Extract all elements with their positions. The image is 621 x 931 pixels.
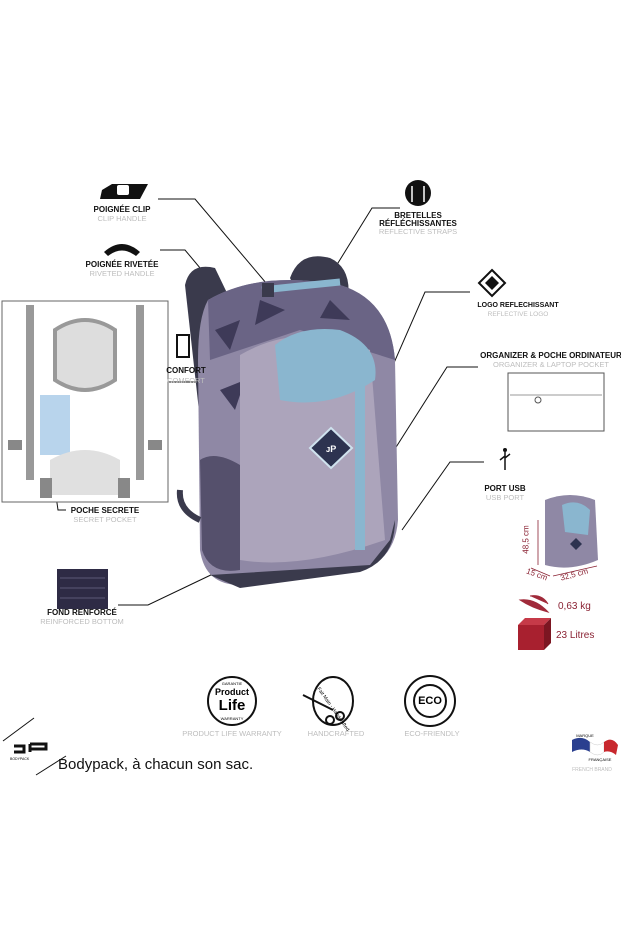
backpack-main: ᴊP xyxy=(176,256,398,588)
svg-text:ᴊP: ᴊP xyxy=(326,444,337,454)
feather-weight-icon xyxy=(518,595,550,613)
dimension-lines xyxy=(530,520,598,577)
volume-cube-icon xyxy=(518,618,551,650)
badge-warranty-bottom: WARRANTY xyxy=(220,716,244,721)
comfort-label: CONFORT xyxy=(166,366,206,375)
straps-sub: REFLECTIVE STRAPS xyxy=(378,227,458,236)
organizer-label: ORGANIZER & POCHE ORDINATEUR xyxy=(480,351,621,360)
logo-wordmark: BODYPACK xyxy=(10,757,30,761)
reflective-logo-patch xyxy=(308,426,354,470)
badge-eco: ECO xyxy=(418,695,442,707)
usb-icon xyxy=(499,452,511,470)
riveted-handle-icon xyxy=(104,244,140,256)
straps-label-1: BRETELLES xyxy=(394,211,442,220)
bottom-sub: REINFORCED BOTTOM xyxy=(40,617,124,626)
backpack-thumbnail xyxy=(545,495,598,568)
bottom-label: FOND RENFORCÉ xyxy=(47,608,117,617)
badge-warranty-sub: PRODUCT LIFE WARRANTY xyxy=(182,729,282,738)
french-sub: FRENCH BRAND xyxy=(572,767,612,773)
weight-value: 0,63 kg xyxy=(558,601,591,612)
back-panel-diagram xyxy=(1,300,169,503)
badge-product: Product xyxy=(214,687,250,697)
secret-pocket-label: POCHE SECRETE xyxy=(70,506,140,515)
height-dim: 48,5 cm xyxy=(521,525,531,554)
clip-handle-sub: CLIP HANDLE xyxy=(97,214,147,223)
organizer-sub: ORGANIZER & LAPTOP POCKET xyxy=(492,360,610,369)
volume-value: 23 Litres xyxy=(556,630,595,641)
product-life-badge xyxy=(207,676,257,726)
badge-eco-sub: ECO-FRIENDLY xyxy=(404,729,460,738)
badge-guarantee-top: GARANTIE xyxy=(221,681,243,686)
usb-sub: USB PORT xyxy=(485,493,525,502)
reflective-logo-label: LOGO REFLECHISSANT xyxy=(477,302,559,309)
secret-pocket-sub: SECRET POCKET xyxy=(73,515,137,524)
clip-handle-label: POIGNÉE CLIP xyxy=(93,205,151,214)
badge-life: Life xyxy=(218,697,246,714)
french-brand-ribbon xyxy=(572,737,618,756)
reflective-logo-sub: REFLECTIVE LOGO xyxy=(487,311,549,318)
french-top: MARQUE xyxy=(576,733,594,738)
tagline: Bodypack, à chacun son sac. xyxy=(58,756,254,773)
organizer-diagram xyxy=(507,372,605,432)
comfort-icon xyxy=(176,334,190,358)
usb-label: PORT USB xyxy=(484,484,526,493)
straps-icon xyxy=(405,180,431,206)
riveted-handle-sub: RIVETED HANDLE xyxy=(89,269,155,278)
straps-label-2: RÉFLÉCHISSANTES xyxy=(379,219,457,228)
riveted-handle-label: POIGNÉE RIVETÉE xyxy=(85,260,159,269)
reinforced-bottom-swatch xyxy=(57,569,108,609)
comfort-sub: COMFORT xyxy=(167,376,205,385)
bodypack-logo xyxy=(2,717,67,776)
scissors-icon xyxy=(302,676,354,726)
badge-handcrafted-sub: HANDCRAFTED xyxy=(307,729,365,738)
french-bottom: FRANÇAISE xyxy=(588,757,612,762)
